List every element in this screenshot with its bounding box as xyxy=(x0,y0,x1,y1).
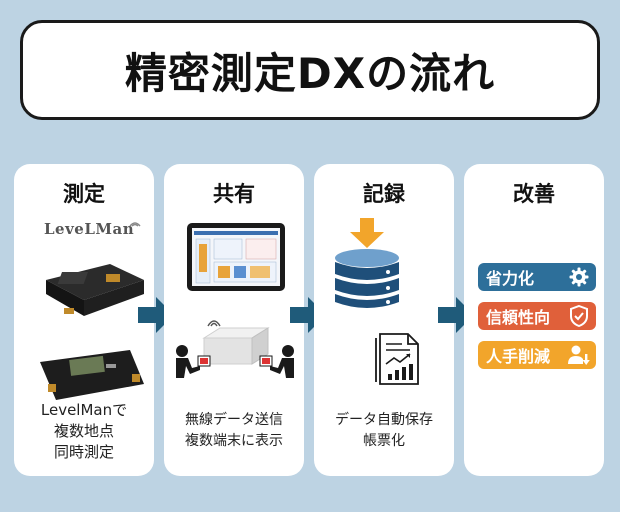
card-measure: 測定 LeveLMan LevelManで 複数地点 同時測定 xyxy=(14,164,154,476)
badge-label: 信頼性向 xyxy=(486,308,551,327)
badge-workforce-reduction: 人手削減 xyxy=(478,341,596,369)
levelman-logo: LeveLMan xyxy=(44,220,135,238)
database-icon xyxy=(335,218,399,308)
levelman-device-image-2 xyxy=(40,350,144,400)
caption-share: 無線データ送信 複数端末に表示 xyxy=(164,410,304,452)
badge-labor-saving: 省力化 xyxy=(478,263,596,291)
card-share: 共有 無線データ送信 複数端末に表示 xyxy=(164,164,304,476)
card-title-record: 記録 xyxy=(363,182,405,206)
badge-label: 人手削減 xyxy=(486,347,551,366)
caption-line: データ自動保存 xyxy=(335,412,433,428)
badge-reliability: 信頼性向 xyxy=(478,302,596,330)
wireless-signal-icon xyxy=(207,320,221,327)
worker-right-icon xyxy=(259,345,294,378)
page-title: 精密測定DXの流れ xyxy=(124,48,496,98)
caption-measure: LevelManで 複数地点 同時測定 xyxy=(14,400,154,463)
shield-check-icon xyxy=(568,305,590,327)
gateway-device-image xyxy=(202,327,270,365)
caption-line: 複数端末に表示 xyxy=(185,433,283,449)
card-title-measure: 測定 xyxy=(63,182,105,206)
report-document-icon xyxy=(375,333,419,385)
wifi-icon xyxy=(129,222,141,227)
title-banner: 精密測定DXの流れ xyxy=(20,20,600,120)
caption-line: 帳票化 xyxy=(363,433,405,449)
worker-left-icon xyxy=(176,345,211,378)
levelman-device-image xyxy=(46,264,144,316)
tablet-dashboard-image xyxy=(187,223,285,291)
card-title-improve: 改善 xyxy=(513,182,555,206)
person-down-icon xyxy=(568,344,590,366)
card-title-share: 共有 xyxy=(213,182,255,206)
caption-line: 複数地点 xyxy=(53,422,114,440)
caption-line: 無線データ送信 xyxy=(185,412,283,428)
caption-record: データ自動保存 帳票化 xyxy=(314,410,454,452)
card-record: 記録 データ自動保存 帳票化 xyxy=(314,164,454,476)
badge-label: 省力化 xyxy=(486,269,535,288)
gear-icon xyxy=(568,266,590,288)
caption-line: 同時測定 xyxy=(53,443,114,461)
caption-line: LevelManで xyxy=(40,401,128,419)
